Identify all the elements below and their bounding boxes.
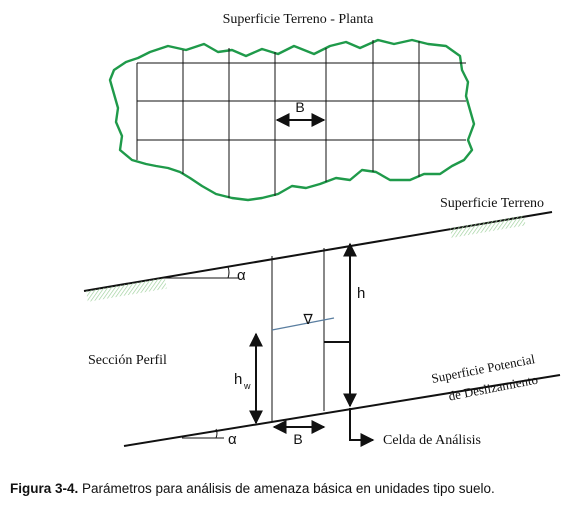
analysis-cell-label: Celda de Análisis [383,433,481,448]
terrain-hatch-left [86,277,167,302]
section-profile-label: Sección Perfil [88,353,167,368]
plan-outline [108,38,476,202]
water-table-symbol: ∇ [302,311,313,327]
water-table-line [271,317,335,331]
caption-text: Parámetros para análisis de amenaza bási… [78,481,495,496]
plan-width-label: B [295,99,304,115]
terrain-hatch-right [449,215,526,238]
slope-angle-bottom-label: α [228,431,237,448]
sliding-surface-line [123,374,561,447]
plan-grid [136,40,466,198]
cell-width-label: B [293,431,302,447]
plan-view-title: Superficie Terreno - Planta [223,12,375,27]
height-label: h [357,285,365,302]
water-height-subscript: w [243,381,251,391]
terrain-surface-label: Superficie Terreno [440,196,544,211]
slope-diagram: Superficie Terreno - Planta B Superficie… [83,12,561,448]
water-height-label: h [234,371,242,388]
analysis-cell-pointer [349,408,375,447]
figure-caption: Figura 3-4. Parámetros para análisis de … [10,481,580,496]
slope-angle-top-label: α [237,267,246,284]
angle-arc-bottom [215,428,218,439]
angle-arc-top [227,266,230,279]
caption-label: Figura 3-4. [10,481,79,496]
